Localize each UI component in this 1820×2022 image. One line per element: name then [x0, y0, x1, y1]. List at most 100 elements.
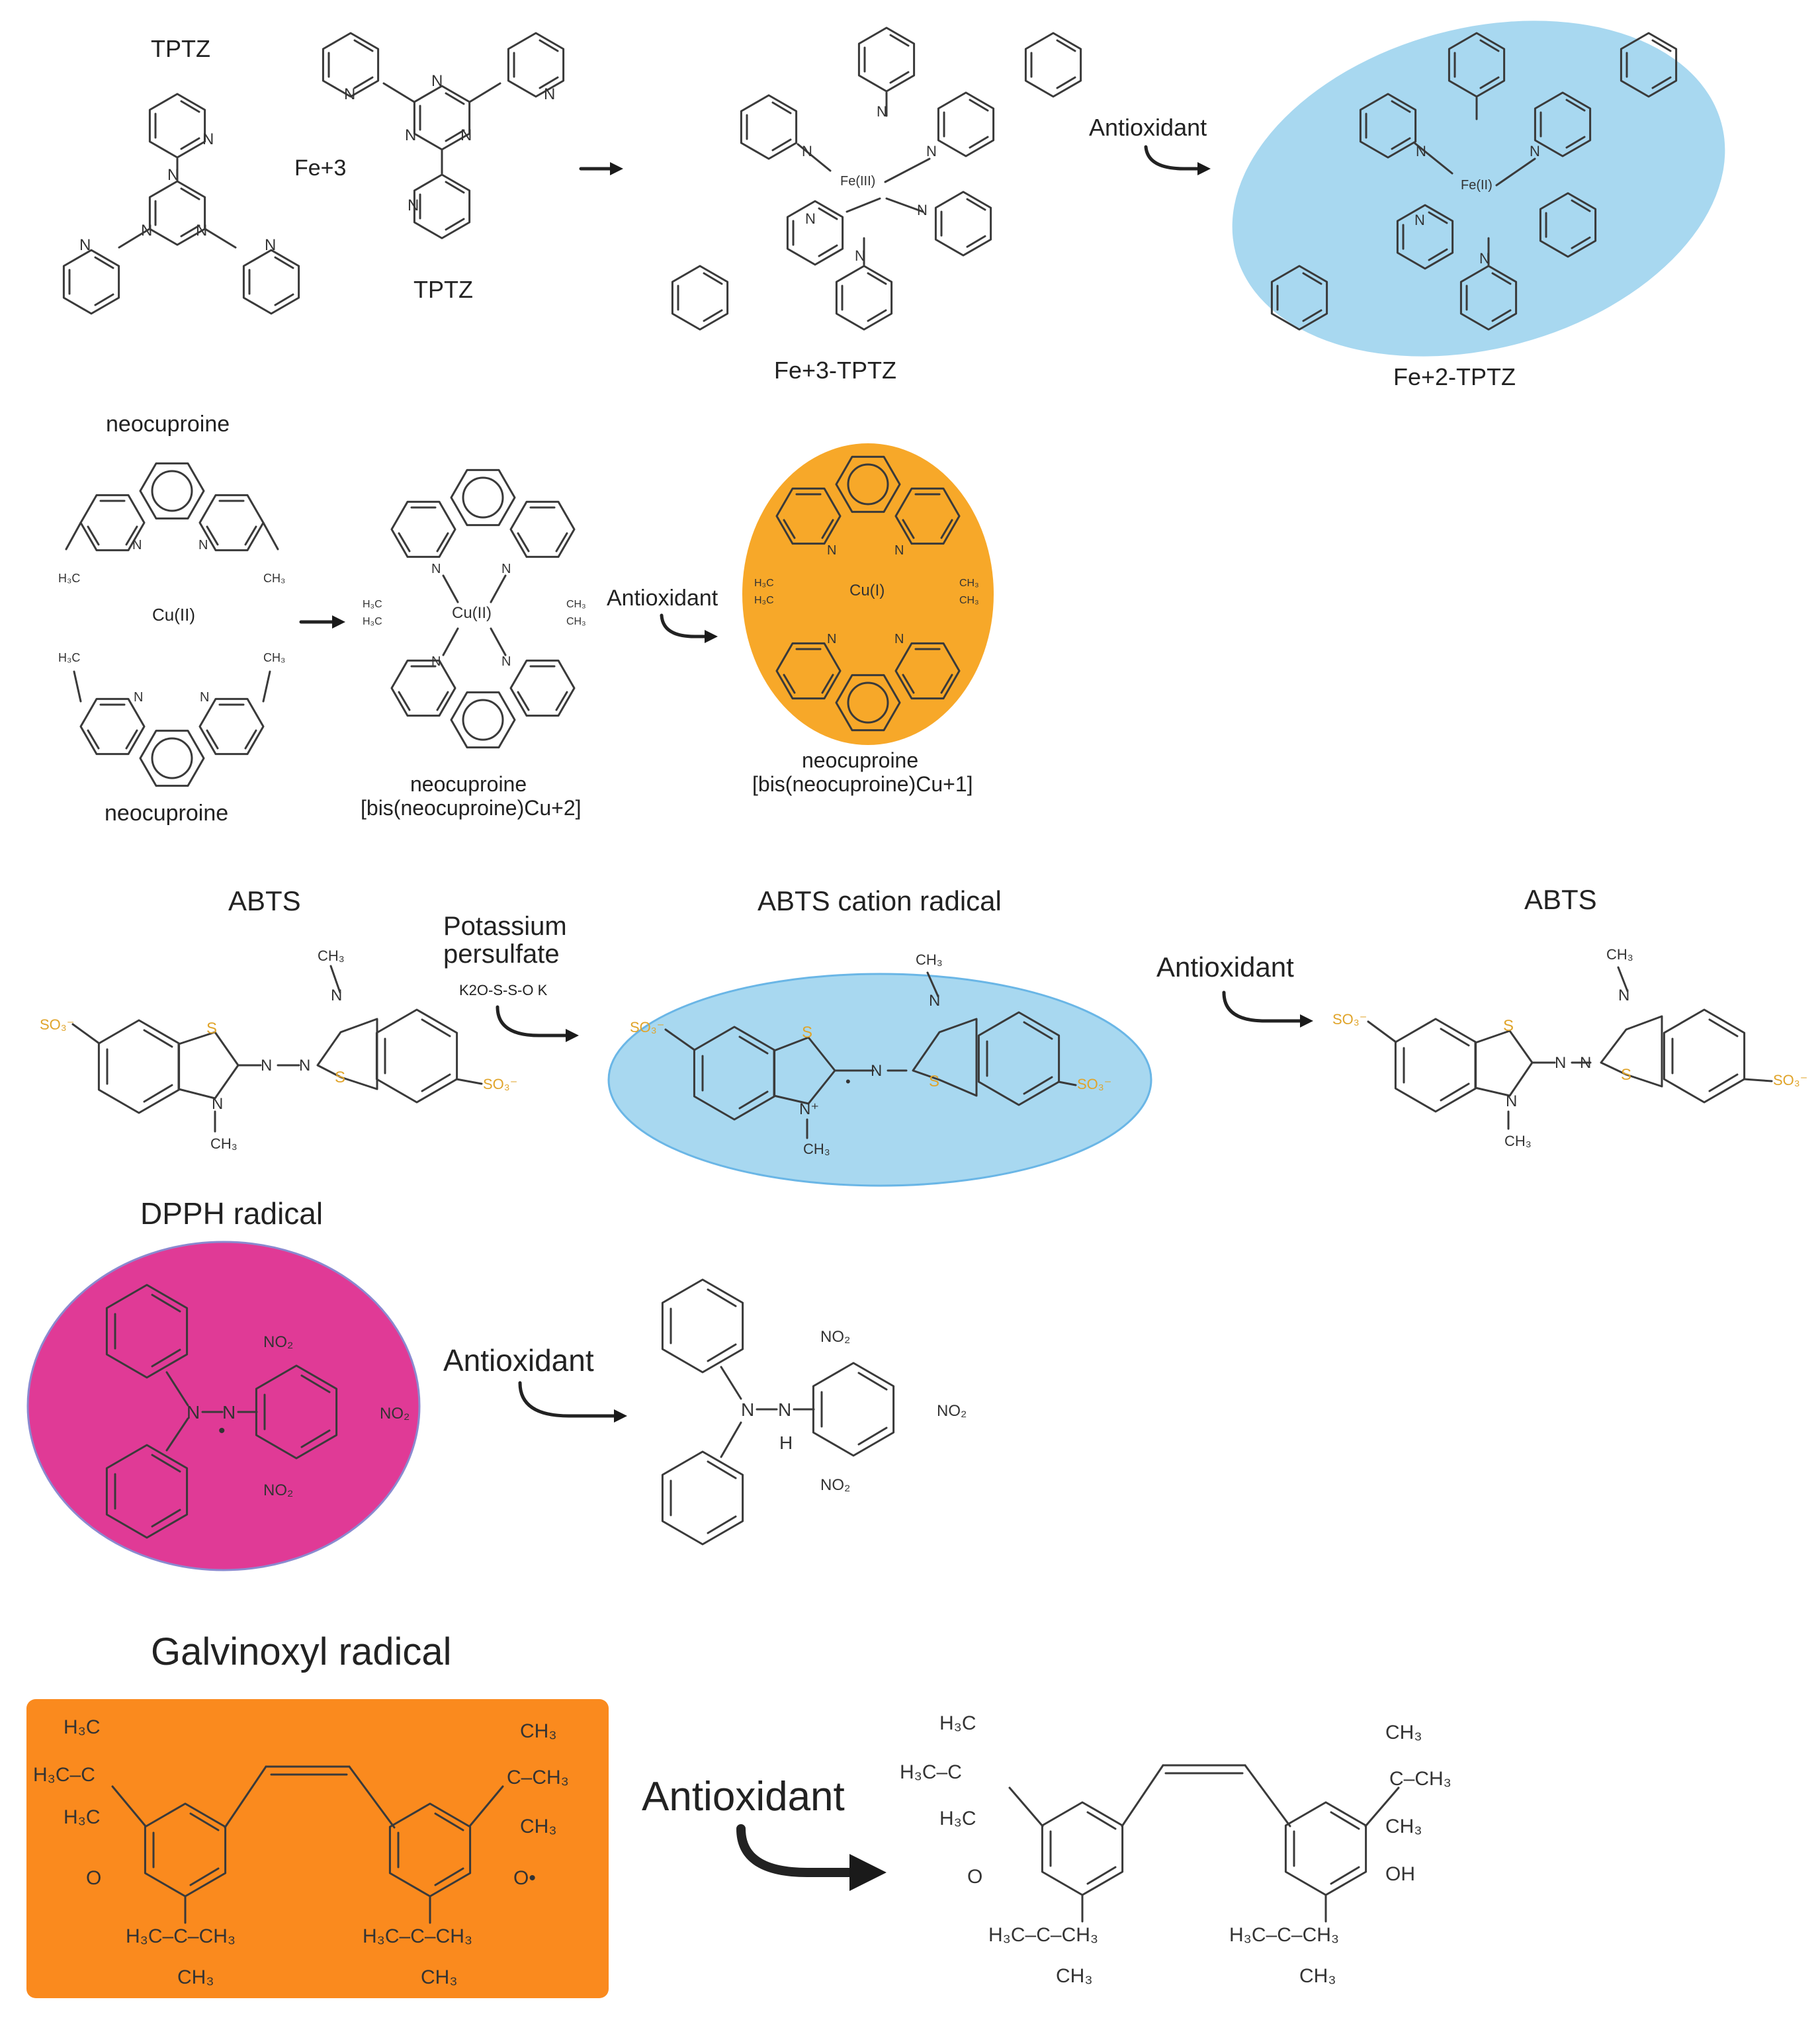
neocuproine-molecule-top: N N H₃C CH₃ [58, 462, 285, 585]
svg-text:H₃C: H₃C [64, 1716, 101, 1738]
svg-text:N: N [855, 247, 865, 264]
svg-text:N: N [460, 126, 472, 144]
svg-text:SO₃⁻: SO₃⁻ [1773, 1072, 1807, 1088]
svg-text:N: N [1414, 212, 1425, 228]
svg-text:N: N [431, 72, 443, 90]
svg-text:NO₂: NO₂ [937, 1402, 967, 1420]
fe2-tptz-complex: Fe(II) N N N N [1270, 32, 1678, 331]
svg-text:N: N [212, 1095, 223, 1113]
svg-text:CH₃: CH₃ [520, 1816, 557, 1837]
svg-text:S: S [929, 1073, 939, 1090]
svg-text:H₃C: H₃C [363, 616, 382, 627]
svg-text:N: N [1506, 1092, 1517, 1110]
tptz-molecule-1: N N N N N N [62, 93, 300, 315]
tptz-label-2: TPTZ [413, 276, 473, 303]
svg-text:N: N [202, 130, 214, 148]
persulfate-arrow [496, 1005, 579, 1042]
antioxidant-label-row1: Antioxidant [1089, 114, 1207, 141]
svg-text:CH₃: CH₃ [916, 951, 943, 968]
svg-text:N: N [1416, 143, 1426, 159]
svg-text:S: S [335, 1069, 345, 1086]
svg-text:N: N [261, 1057, 272, 1075]
svg-text:N: N [778, 1399, 791, 1420]
svg-text:CH₃: CH₃ [959, 578, 979, 589]
persulfate-line2: persulfate [443, 940, 560, 969]
svg-text:H₃C: H₃C [754, 578, 774, 589]
svg-text:CH₃: CH₃ [520, 1720, 557, 1742]
svg-text:H₃C: H₃C [58, 572, 80, 585]
svg-text:H₃C–C–CH₃: H₃C–C–CH₃ [988, 1924, 1098, 1946]
cu1-complex-line1: neocuproine [802, 748, 918, 772]
svg-text:N: N [894, 543, 904, 558]
svg-text:N: N [196, 222, 207, 240]
tptz-molecule-2: N N N N N N [322, 32, 565, 240]
galvinoxyl-reduced-molecule: O OH H₃C H₃C–C H₃C H₃C–C–CH₃ CH₃ CH₃ C–C… [900, 1712, 1452, 1987]
svg-text:H₃C: H₃C [939, 1808, 976, 1829]
abts-label-2: ABTS [1524, 884, 1597, 915]
abts-molecule-2: S N N N N S CH₃ CH₃ SO₃⁻ SO₃⁻ [1332, 946, 1807, 1149]
svg-text:CH₃: CH₃ [1504, 1133, 1532, 1149]
svg-text:CH₃: CH₃ [566, 616, 586, 627]
svg-text:N: N [431, 562, 441, 576]
svg-text:S: S [1503, 1017, 1514, 1035]
antioxidant-arrow-row3 [1222, 990, 1313, 1028]
svg-text:N: N [917, 202, 928, 218]
dpph-reduced-molecule: N N H NO₂ NO₂ NO₂ [661, 1278, 967, 1546]
cu1-complex: N N N N Cu(I) H₃C H₃C CH₃ CH₃ [754, 455, 979, 732]
neocuproine-label-top: neocuproine [106, 412, 230, 437]
svg-text:N: N [431, 654, 441, 669]
svg-text:S: S [206, 1020, 217, 1037]
fe2-complex-label: Fe+2-TPTZ [1393, 363, 1516, 390]
abts-label-1: ABTS [228, 885, 301, 916]
svg-text:N: N [1530, 143, 1540, 159]
svg-text:H₃C–C–CH₃: H₃C–C–CH₃ [1229, 1924, 1339, 1946]
svg-text:CH₃: CH₃ [1299, 1965, 1336, 1987]
svg-text:CH₃: CH₃ [1056, 1965, 1093, 1987]
fe3-tptz-complex: Fe(III) N N N N N N [671, 26, 1082, 331]
svg-text:N: N [222, 1402, 236, 1423]
svg-text:C–CH₃: C–CH₃ [507, 1767, 569, 1788]
cu1-center-label: Cu(I) [849, 582, 885, 599]
dpph-radical-highlight [26, 1241, 421, 1571]
dpph-radical-molecule: N N • NO₂ NO₂ NO₂ [105, 1284, 410, 1539]
svg-text:H₃C: H₃C [754, 595, 774, 606]
svg-text:N: N [741, 1399, 754, 1420]
galvinoxyl-radical-molecule: O O• H₃C H₃C–C H₃C H₃C–C–CH₃ CH₃ CH₃ C–C… [33, 1716, 569, 1988]
svg-text:CH₃: CH₃ [959, 595, 979, 606]
svg-text:H₃C–C–CH₃: H₃C–C–CH₃ [126, 1925, 236, 1947]
antioxidant-arrow-row5 [736, 1824, 887, 1891]
galvinoxyl-label: Galvinoxyl radical [151, 1630, 452, 1673]
svg-text:CH₃: CH₃ [1606, 946, 1633, 963]
svg-text:NO₂: NO₂ [380, 1405, 410, 1423]
svg-text:SO₃⁻: SO₃⁻ [483, 1076, 517, 1092]
svg-text:N: N [405, 126, 416, 144]
cu2-complex: N N N N Cu(II) H₃C H₃C CH₃ CH₃ [363, 468, 586, 749]
antioxidant-arrow-row1 [1144, 145, 1211, 175]
svg-text:CH₃: CH₃ [803, 1141, 830, 1157]
svg-text:N: N [1580, 1054, 1591, 1072]
svg-text:CH₃: CH₃ [177, 1966, 214, 1988]
svg-text:NO₂: NO₂ [820, 1476, 850, 1494]
svg-text:N: N [827, 543, 836, 558]
svg-text:SO₃⁻: SO₃⁻ [630, 1019, 664, 1035]
svg-text:O•: O• [513, 1867, 536, 1889]
svg-text:OH: OH [1385, 1863, 1415, 1885]
svg-text:CH₃: CH₃ [263, 651, 285, 664]
svg-text:CH₃: CH₃ [421, 1966, 458, 1988]
svg-text:N: N [1618, 987, 1629, 1004]
svg-text:N: N [827, 632, 836, 646]
antioxidant-label-row5: Antioxidant [642, 1774, 845, 1820]
svg-text:NO₂: NO₂ [263, 1481, 293, 1499]
svg-text:CH₃: CH₃ [1385, 1816, 1422, 1837]
svg-text:CH₃: CH₃ [210, 1135, 238, 1152]
svg-text:N: N [805, 210, 816, 227]
svg-text:N: N [501, 562, 511, 576]
svg-text:H₃C–C: H₃C–C [900, 1761, 962, 1783]
svg-text:SO₃⁻: SO₃⁻ [1332, 1011, 1367, 1028]
antioxidant-arrow-row4 [518, 1381, 627, 1423]
svg-text:N: N [167, 166, 179, 184]
fe3-center-label: Fe(III) [840, 174, 875, 189]
svg-text:CH₃: CH₃ [263, 572, 285, 585]
svg-text:O: O [967, 1866, 982, 1888]
